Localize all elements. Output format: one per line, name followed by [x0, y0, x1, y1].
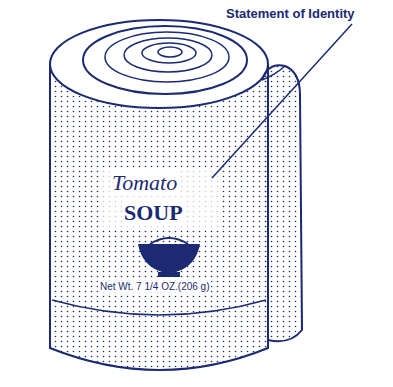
label-edge — [52, 300, 266, 315]
leader-line — [212, 24, 352, 178]
product-name: Tomato — [110, 170, 179, 196]
can-top — [50, 20, 268, 108]
product-type: SOUP — [122, 200, 185, 226]
callout-label: Statement of Identity — [226, 6, 355, 21]
can-body — [50, 64, 268, 370]
lid-ring — [158, 47, 182, 57]
lid-ring — [105, 32, 229, 82]
can-rim — [83, 26, 247, 94]
net-weight: Net Wt. 7 1/4 OZ.(206 g) — [98, 281, 211, 292]
label-clear — [100, 168, 220, 228]
label-curl — [262, 66, 285, 80]
lid-ring — [124, 38, 212, 72]
bowl-base — [158, 272, 180, 277]
bowl-steam — [150, 238, 188, 244]
lid-ring — [142, 43, 196, 63]
soup-bowl — [138, 244, 200, 272]
peeling-label — [262, 65, 302, 341]
